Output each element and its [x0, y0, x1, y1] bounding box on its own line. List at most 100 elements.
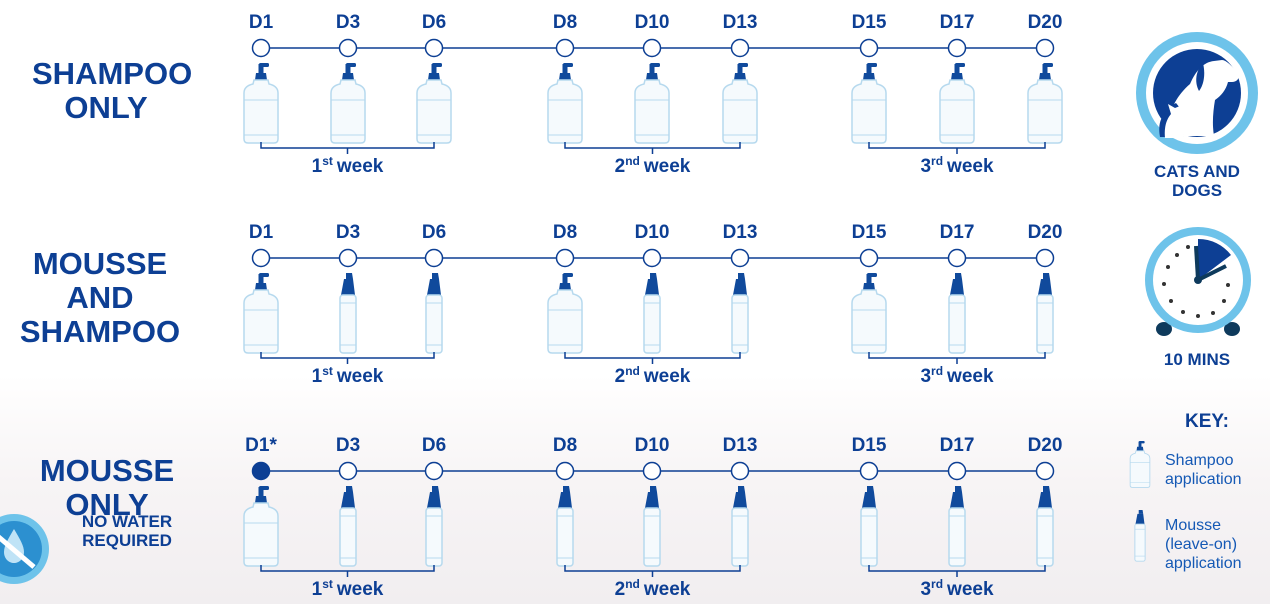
week-bracket: [260, 142, 435, 154]
day-marker: [947, 38, 967, 58]
mousse-bottle-icon: [425, 486, 443, 567]
day-marker: [555, 461, 575, 481]
day-label: D8: [553, 12, 577, 33]
mousse-bottle-icon: [1134, 510, 1146, 562]
day-marker: [947, 248, 967, 268]
week-number: 3: [920, 156, 931, 177]
day-marker: [642, 38, 662, 58]
day-marker: [730, 38, 750, 58]
key-line: application: [1165, 555, 1242, 572]
day-label: D13: [723, 222, 758, 243]
day-label: D1: [249, 12, 274, 33]
day-label: D3: [336, 222, 360, 243]
mousse-bottle-icon: [1036, 486, 1054, 567]
day-marker: [859, 461, 879, 481]
day-label: D6: [422, 435, 446, 456]
row-title-shampoo-only: SHAMPOO ONLY: [32, 57, 192, 125]
shampoo-bottle-icon: [1129, 441, 1151, 488]
day-marker: [730, 461, 750, 481]
shampoo-bottle-icon: [851, 63, 887, 144]
mousse-bottle-icon: [731, 486, 749, 567]
shampoo-bottle-icon: [1129, 441, 1151, 488]
week-word: week: [643, 366, 691, 387]
mousse-bottle-icon: [425, 273, 443, 354]
week-word: week: [643, 156, 691, 177]
week-suffix: rd: [931, 577, 943, 591]
mousse-bottle-icon: [556, 486, 574, 567]
week-bracket: [868, 352, 1046, 364]
week-word: week: [336, 156, 384, 177]
day-marker: [251, 248, 271, 268]
week-word: week: [336, 579, 384, 600]
day-marker: [338, 461, 358, 481]
mousse-bottle-icon: [1134, 510, 1146, 562]
day-marker: [642, 248, 662, 268]
week-number: 1: [312, 579, 323, 600]
day-label: D1: [249, 222, 274, 243]
day-label: D20: [1028, 12, 1063, 33]
day-label: D17: [940, 222, 975, 243]
day-label: D15: [852, 12, 887, 33]
no-water-line: NO WATER: [81, 512, 173, 531]
day-label: D8: [553, 435, 577, 456]
cats-dogs-line: DOGS: [1171, 181, 1223, 200]
shampoo-bottle-icon: [547, 63, 583, 144]
row-title-line: SHAMPOO: [19, 314, 181, 349]
week-bracket: [564, 352, 741, 364]
shampoo-bottle-icon: [547, 273, 583, 354]
key-shampoo-text: Shampoo application: [1165, 451, 1242, 489]
day-marker: [859, 38, 879, 58]
shampoo-bottle-icon: [243, 273, 279, 354]
mousse-bottle-icon: [948, 273, 966, 354]
cats-dogs-icon: [1136, 32, 1258, 154]
week-word: week: [643, 579, 691, 600]
mousse-bottle-icon: [860, 486, 878, 567]
day-label: D13: [723, 435, 758, 456]
key-line: application: [1165, 471, 1242, 488]
no-water-icon: [0, 514, 49, 584]
week-word: week: [946, 156, 994, 177]
key-line: Mousse: [1165, 517, 1222, 534]
day-label: D6: [422, 12, 446, 33]
day-marker: [251, 38, 271, 58]
day-label: D6: [422, 222, 446, 243]
day-marker: [1035, 461, 1055, 481]
mousse-bottle-icon: [948, 486, 966, 567]
day-label: D10: [635, 435, 670, 456]
mousse-bottle-icon: [643, 273, 661, 354]
day-label: D13: [723, 12, 758, 33]
week-suffix: st: [322, 154, 333, 168]
day-label: D20: [1028, 222, 1063, 243]
shampoo-bottle-icon: [416, 63, 452, 144]
time-label: 10 MINS: [1163, 350, 1231, 369]
week-number: 2: [615, 156, 626, 177]
week-suffix: nd: [625, 364, 640, 378]
row-title-line: AND: [66, 280, 134, 315]
mousse-bottle-icon: [643, 486, 661, 567]
day-label: D15: [852, 222, 887, 243]
key-mousse-text: Mousse (leave-on) application: [1165, 516, 1242, 573]
week-suffix: st: [322, 364, 333, 378]
week-suffix: rd: [931, 364, 943, 378]
day-label: D10: [635, 222, 670, 243]
week-number: 1: [312, 366, 323, 387]
day-label: D3: [336, 12, 360, 33]
week-bracket: [260, 565, 435, 577]
day-label: D15: [852, 435, 887, 456]
week-number: 3: [920, 366, 931, 387]
row-title-line: ONLY: [64, 90, 148, 125]
week-word: week: [336, 366, 384, 387]
day-label: D1*: [245, 435, 277, 456]
week-number: 3: [920, 579, 931, 600]
shampoo-bottle-icon: [243, 486, 279, 567]
shampoo-bottle-icon: [330, 63, 366, 144]
mousse-bottle-icon: [1036, 273, 1054, 354]
week-suffix: nd: [625, 577, 640, 591]
week-suffix: st: [322, 577, 333, 591]
